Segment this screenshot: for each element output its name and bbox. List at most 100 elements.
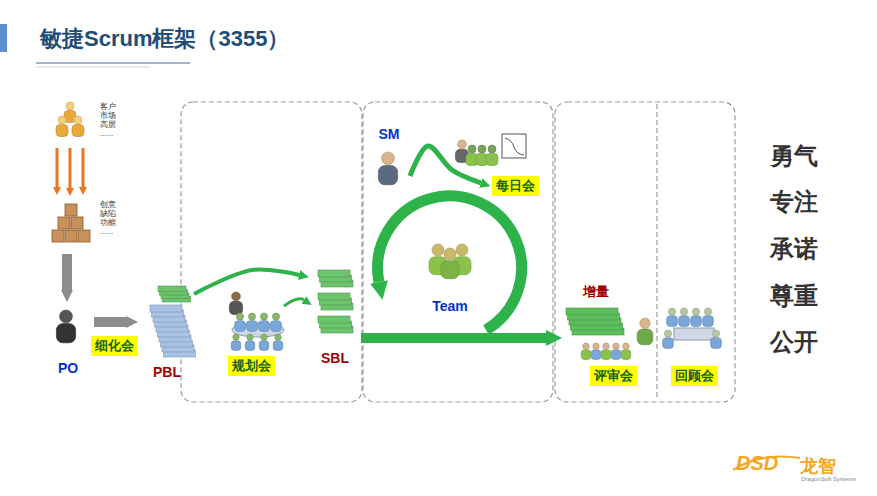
cube: [71, 217, 83, 229]
flow-arrow: [69, 148, 72, 188]
node-text: SBL: [311, 350, 359, 366]
person-head: [468, 145, 476, 153]
node-text: 细化会: [95, 338, 134, 354]
person-head: [260, 313, 267, 320]
person-body: [601, 350, 611, 360]
person-head: [458, 140, 467, 149]
flow-arrow: [410, 146, 481, 183]
person-body: [273, 341, 283, 351]
person-body: [637, 329, 653, 345]
node-text: Team: [418, 298, 482, 314]
stack-layer: [150, 305, 182, 312]
stack-layer: [158, 286, 186, 292]
stakeholder-icon: [56, 102, 84, 137]
stack-layer: [318, 316, 350, 323]
node-text: PO: [46, 360, 90, 376]
person-body: [235, 321, 246, 332]
person-head: [232, 292, 241, 301]
person-body: [663, 338, 674, 349]
daily-icon: [455, 134, 526, 166]
person-head: [261, 334, 267, 340]
person-body: [667, 316, 678, 327]
po-icon: [56, 310, 75, 343]
person-head: [456, 244, 468, 256]
person-head: [478, 145, 486, 153]
person-head: [272, 313, 279, 320]
green-arrow: [284, 299, 304, 306]
sprint-backlog: SBL: [311, 266, 359, 366]
person-head: [712, 330, 719, 337]
increment: 增量: [564, 284, 628, 340]
person-body: [271, 321, 282, 332]
pbl-icon: [150, 286, 196, 357]
logo-text: DSD: [736, 452, 778, 475]
person-head: [60, 310, 73, 323]
person-head: [603, 343, 609, 349]
node-text: 增量: [564, 284, 628, 299]
orange-arrow: [82, 148, 85, 187]
person-body: [259, 321, 270, 332]
cube: [52, 230, 64, 242]
burndown-chart: [502, 134, 526, 158]
dashed-divider: [656, 104, 657, 400]
role-po: PO: [46, 304, 90, 376]
person-body: [611, 350, 621, 360]
node-text: SM: [369, 126, 409, 142]
person-body: [245, 341, 255, 351]
person-head: [488, 145, 496, 153]
person-body: [259, 341, 269, 351]
node-text: PBL: [141, 364, 193, 380]
node-text: 规划会: [232, 358, 271, 374]
person-head: [233, 334, 239, 340]
person-body: [486, 154, 498, 166]
person-body: [703, 316, 714, 327]
logo-text: 龙智: [800, 454, 836, 478]
node-text: 每日会: [496, 178, 535, 194]
table: [674, 328, 714, 340]
value-word: 公开: [770, 326, 818, 358]
stack-layer: [318, 293, 350, 300]
logo-subtext: DragonSoft Systems: [801, 476, 856, 482]
node-text: 回顾会: [675, 368, 714, 384]
person-head: [444, 248, 456, 260]
value-word: 尊重: [770, 280, 818, 312]
product-backlog: PBL: [141, 282, 193, 380]
person-head: [640, 318, 650, 328]
team-icon: [429, 244, 471, 279]
person-head: [275, 334, 281, 340]
increment-icon: [566, 308, 624, 335]
cubes-icon: [52, 204, 90, 242]
person-body: [591, 350, 601, 360]
flow-arrow: [194, 270, 299, 294]
sm-icon: [378, 152, 397, 185]
meeting-label: 细化会: [91, 336, 138, 356]
person-head: [58, 116, 66, 124]
person-body: [229, 301, 242, 314]
person-head: [668, 308, 675, 315]
person-body: [378, 166, 397, 185]
person-body: [56, 324, 75, 343]
cube: [65, 204, 77, 216]
flow-arrow: [62, 254, 72, 290]
role-sm: SM: [369, 126, 409, 196]
team: Team: [418, 240, 482, 314]
burndown-line: [505, 138, 524, 155]
person-head: [692, 308, 699, 315]
stack-layer: [566, 308, 618, 315]
title-bar: [0, 24, 7, 52]
person-head: [680, 308, 687, 315]
person-head: [66, 102, 74, 110]
title-underline: [36, 62, 190, 64]
person-head: [613, 343, 619, 349]
person-body: [231, 341, 241, 351]
value-word: 专注: [770, 186, 818, 218]
person-body: [711, 338, 722, 349]
orange-arrow: [56, 148, 59, 187]
node-text: 评审会: [594, 368, 633, 384]
dashed-region: [363, 102, 553, 402]
node-text: 客户 市场 高层 ......: [100, 102, 122, 138]
node-text: 创意 缺陷 功能 ......: [100, 200, 122, 236]
